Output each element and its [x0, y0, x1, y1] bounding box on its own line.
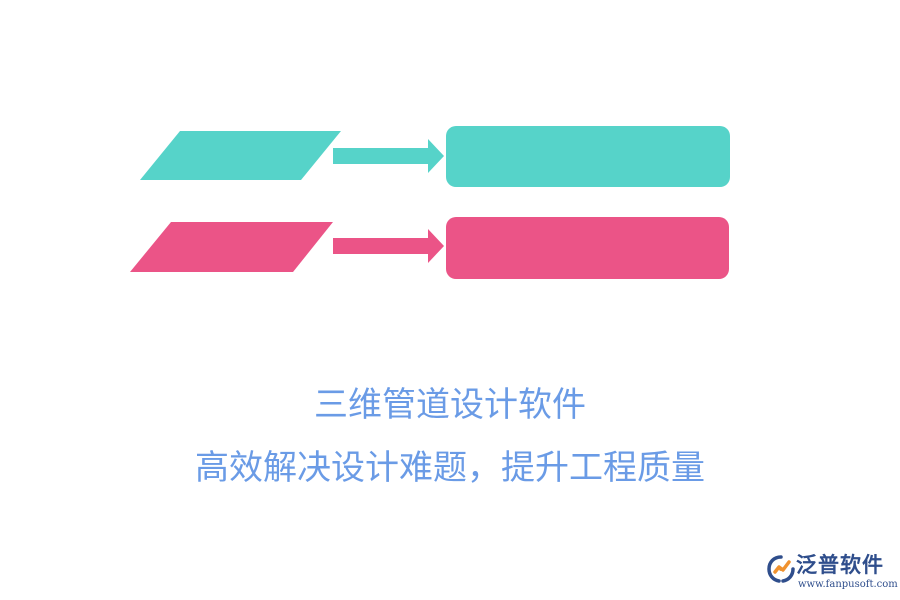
teal-rounded-box [446, 126, 730, 187]
teal-parallelogram [140, 131, 341, 180]
brand-name: 泛普软件 [796, 553, 884, 577]
fanpu-logo-icon [767, 555, 795, 583]
caption-title: 三维管道设计软件 [314, 385, 586, 425]
caption-subtitle: 高效解决设计难题，提升工程质量 [195, 448, 705, 488]
pink-arrow [333, 229, 444, 263]
pink-parallelogram [130, 222, 333, 272]
row-pink [130, 217, 729, 279]
row-teal [140, 126, 730, 187]
pink-rounded-box [446, 217, 729, 279]
brand-logo: 泛普软件 www.fanpusoft.com [766, 552, 898, 592]
teal-arrow [333, 139, 444, 173]
brand-url: www.fanpusoft.com [798, 579, 898, 590]
